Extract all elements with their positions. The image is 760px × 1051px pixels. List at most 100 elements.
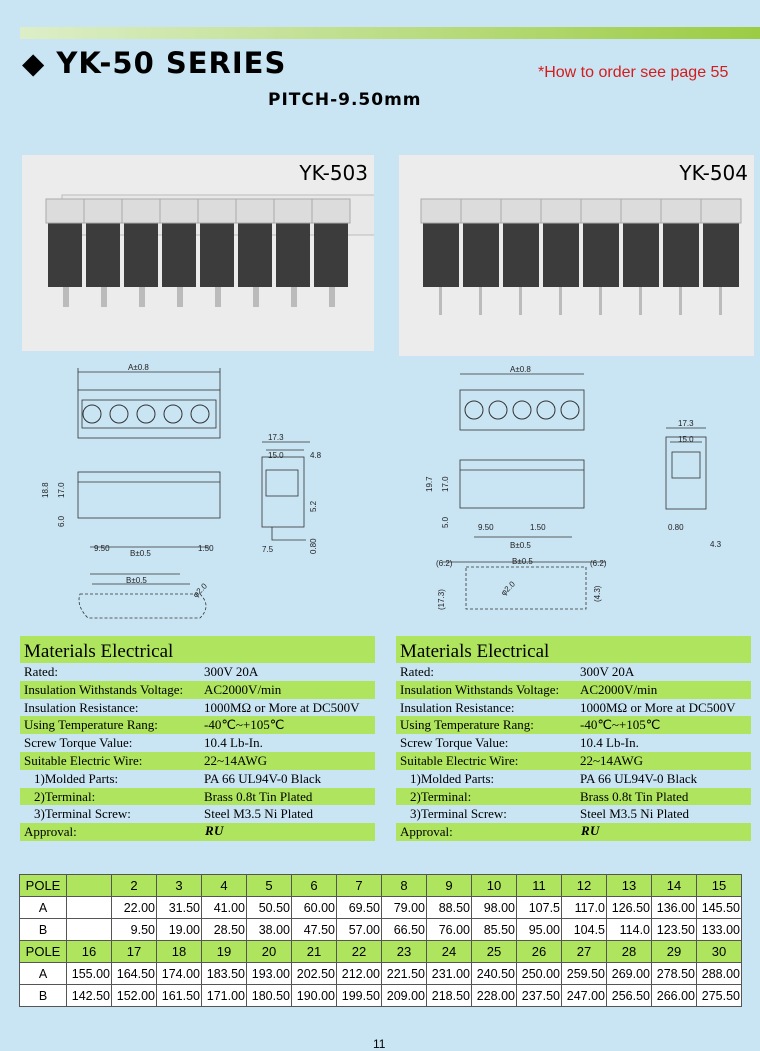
dim-4-3: 4.3: [710, 540, 722, 549]
terminal-pin: [519, 287, 522, 315]
table-cell: 247.00: [561, 984, 607, 1007]
table-cell: 240.50: [471, 962, 517, 985]
table-cell: 231.00: [426, 962, 472, 985]
order-note: *How to order see page 55: [538, 64, 729, 81]
table-cell: 145.50: [696, 896, 742, 919]
terminal-pin: [679, 287, 682, 315]
materials-key: 1)Molded Parts:: [410, 770, 495, 786]
table-cell: 25: [471, 940, 517, 963]
materials-key: Suitable Electric Wire:: [400, 752, 519, 768]
screw-icon: [536, 400, 556, 420]
terminal-cover: [159, 198, 199, 224]
row-label: B: [19, 918, 67, 941]
table-cell: 6: [291, 874, 337, 897]
materials-key: Using Temperature Rang:: [24, 717, 158, 733]
dim-17-0: 17.0: [441, 476, 450, 492]
materials-row: Screw Torque Value: 10.4 Lb-In.: [20, 734, 375, 752]
materials-row: 3)Terminal Screw:Steel M3.5 Ni Plated: [20, 805, 375, 823]
page-number: 11: [373, 1037, 386, 1051]
dim-0-80: 0.80: [668, 523, 684, 532]
table-cell: 19.00: [156, 918, 202, 941]
terminal-cover: [420, 198, 462, 224]
table-cell: 256.50: [606, 984, 652, 1007]
terminal-cover: [460, 198, 502, 224]
table-cell: 85.50: [471, 918, 517, 941]
materials-heading: Materials Electrical: [396, 636, 751, 663]
dim-5-0: 5.0: [441, 516, 450, 528]
dim-1-50: 1.50: [198, 544, 214, 553]
dim-b-pcb: B±0.5: [126, 576, 147, 585]
table-cell: 66.50: [381, 918, 427, 941]
table-cell: 228.00: [471, 984, 517, 1007]
photo-yk504: YK-504: [399, 155, 754, 356]
terminal-cover: [700, 198, 742, 224]
dim-15-0: 15.0: [268, 451, 284, 460]
table-cell: 29: [651, 940, 697, 963]
materials-value: Steel M3.5 Ni Plated: [204, 806, 314, 822]
table-cell: 104.5: [561, 918, 607, 941]
materials-value: 22~14AWG: [204, 752, 268, 768]
materials-key: 2)Terminal:: [34, 788, 96, 804]
table-cell: 9.50: [111, 918, 157, 941]
table-cell: 221.50: [381, 962, 427, 985]
terminal-pin: [599, 287, 602, 315]
materials-value: PA 66 UL94V-0 Black: [580, 770, 698, 786]
table-cell: 22.00: [111, 896, 157, 919]
terminal-cover: [273, 198, 313, 224]
dim-6-2-right: (6.2): [590, 559, 607, 568]
drawing-yk504: A±0.8 B±0.5 B±0.5 (6.2) (6.2) 17.3 15.0 …: [425, 365, 722, 610]
row-label: POLE: [19, 940, 67, 963]
materials-key: Insulation Withstands Voltage:: [400, 681, 560, 697]
materials-row: Insulation Withstands Voltage: AC2000V/mi…: [396, 680, 751, 699]
table-cell: 190.00: [291, 984, 337, 1007]
terminal-cover: [121, 198, 161, 224]
table-cell: 275.50: [696, 984, 742, 1007]
yk504-illustration: [420, 198, 742, 315]
table-cell: 136.00: [651, 896, 697, 919]
terminal-pin: [329, 287, 335, 307]
table-cell: [66, 874, 112, 897]
table-cell: 288.00: [696, 962, 742, 985]
header-bar: [20, 27, 760, 39]
screw-icon: [464, 400, 484, 420]
table-cell: 259.50: [561, 962, 607, 985]
materials-value: AC2000V/min: [580, 681, 658, 697]
table-cell: 12: [561, 874, 607, 897]
dim-b-pcb: B±0.5: [512, 557, 533, 566]
table-cell: 9: [426, 874, 472, 897]
materials-value: 10.4 Lb-In.: [204, 735, 263, 751]
dim-1-50: 1.50: [530, 523, 546, 532]
table-cell: 47.50: [291, 918, 337, 941]
yk503-illustration: [45, 194, 374, 307]
table-cell: 57.00: [336, 918, 382, 941]
table-cell: 17: [111, 940, 157, 963]
materials-key: Screw Torque Value:: [24, 735, 133, 751]
table-cell: 7: [336, 874, 382, 897]
materials-key: 3)Terminal Screw:: [410, 806, 507, 822]
table-cell: 18: [156, 940, 202, 963]
table-cell: 266.00: [651, 984, 697, 1007]
table-cell: 79.00: [381, 896, 427, 919]
materials-value: -40℃~+105℃: [580, 717, 661, 733]
terminal-cover: [540, 198, 582, 224]
dim-4-3-pcb: (4.3): [593, 585, 602, 602]
table-cell: 23: [381, 940, 427, 963]
terminal-cover: [620, 198, 662, 224]
table-cell: 41.00: [201, 896, 247, 919]
photo-label: YK-503: [299, 161, 368, 185]
terminal-block: [48, 217, 82, 287]
materials-row: Screw Torque Value:10.4 Lb-In.: [396, 734, 751, 752]
table-cell: 13: [606, 874, 652, 897]
table-cell: 10: [471, 874, 517, 897]
materials-row: Insulation Resistance:1000MΩ or More at …: [396, 699, 751, 717]
terminal-pin: [177, 287, 183, 307]
dim-15-0: 15.0: [678, 435, 694, 444]
table-cell: 8: [381, 874, 427, 897]
table-cell: 24: [426, 940, 472, 963]
table-cell: 60.00: [291, 896, 337, 919]
dim-phi: φ2.0: [191, 581, 209, 599]
dim-5-2: 5.2: [309, 500, 318, 512]
dim-17-3: 17.3: [268, 433, 284, 442]
